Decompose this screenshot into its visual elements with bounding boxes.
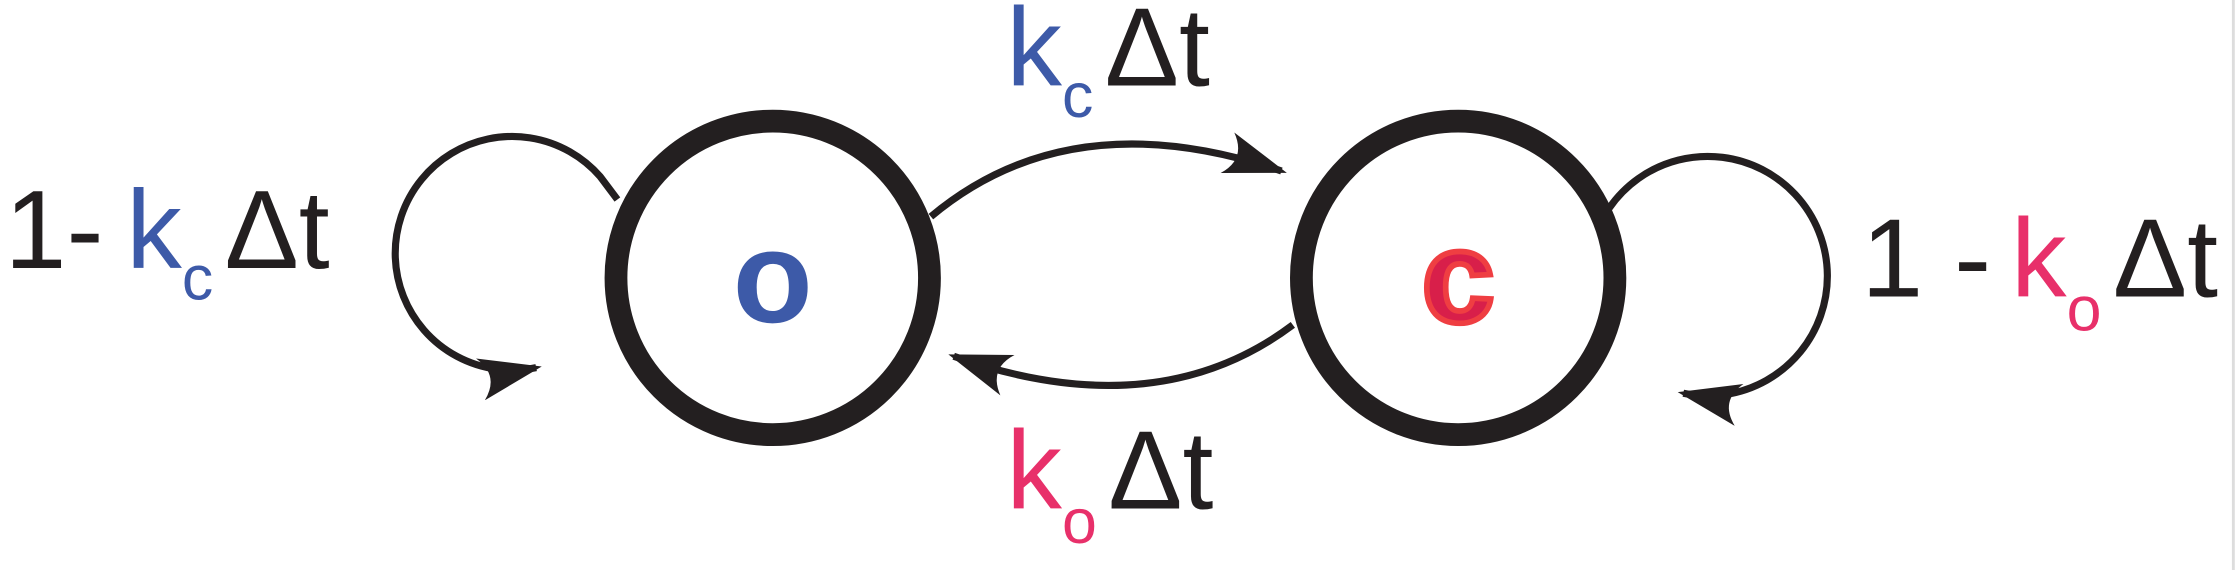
rate-sub: c: [1062, 61, 1093, 131]
self-loop-open-arrow: [391, 132, 621, 401]
rate-sub: c: [182, 243, 213, 313]
rate-sub: o: [1062, 487, 1097, 557]
rate-prefix: 1-: [5, 167, 104, 292]
rate-k: k: [1006, 0, 1062, 109]
rate-k: k: [2011, 195, 2067, 320]
state-closed: c: [1290, 109, 1627, 447]
rate-prefix: 1 -: [1861, 195, 1991, 320]
rate-k: k: [1006, 408, 1062, 533]
rate-k: k: [126, 167, 182, 292]
state-open: o: [604, 109, 941, 447]
open-to-closed-arrow: [928, 132, 1287, 220]
self-loop-closed-arrow: [1606, 152, 1831, 426]
state-closed-label: c: [1422, 203, 1495, 350]
rate-dt: Δt: [1108, 408, 1213, 533]
rate-sub: o: [2067, 275, 2102, 345]
rate-dt: Δt: [2113, 195, 2218, 320]
closed-to-open-arrow: [948, 322, 1295, 396]
rate-dt: Δt: [1105, 0, 1210, 109]
state-open-label: o: [733, 203, 813, 350]
rate-dt: Δt: [225, 167, 330, 292]
